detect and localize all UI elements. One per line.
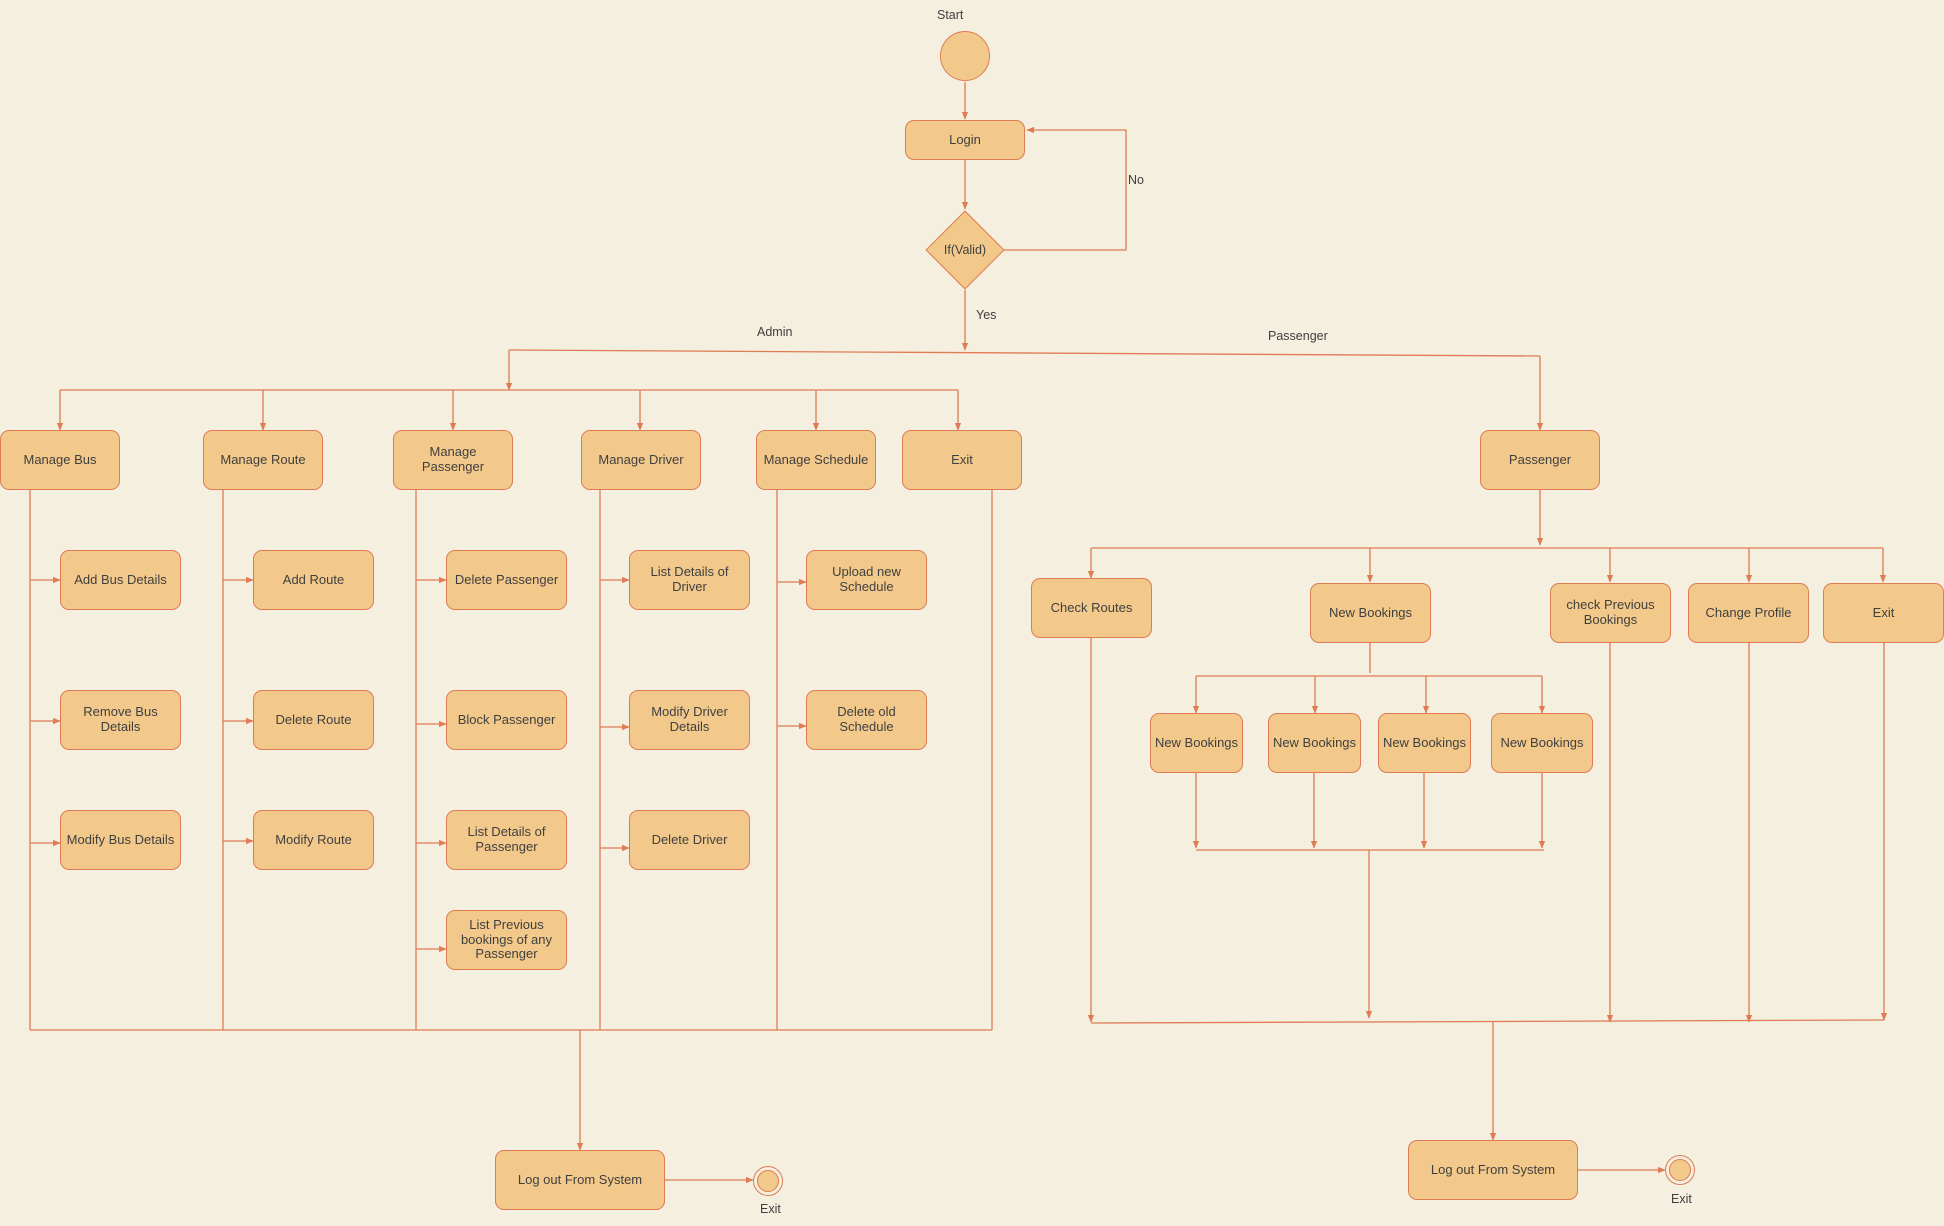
start-node <box>940 31 990 81</box>
manage-schedule-node[interactable]: Manage Schedule <box>756 430 876 490</box>
admin-label: Admin <box>757 325 793 339</box>
new-bookings-sub-node[interactable]: New Bookings <box>1491 713 1593 773</box>
new-bookings-sub-node[interactable]: New Bookings <box>1268 713 1361 773</box>
start-label: Start <box>937 8 964 22</box>
passenger-branch-label: Passenger <box>1268 329 1328 343</box>
modify-bus-details-node[interactable]: Modify Bus Details <box>60 810 181 870</box>
passenger-node[interactable]: Passenger <box>1480 430 1600 490</box>
add-bus-details-node[interactable]: Add Bus Details <box>60 550 181 610</box>
block-passenger-node[interactable]: Block Passenger <box>446 690 567 750</box>
check-routes-node[interactable]: Check Routes <box>1031 578 1152 638</box>
delete-old-schedule-node[interactable]: Delete old Schedule <box>806 690 927 750</box>
manage-bus-node[interactable]: Manage Bus <box>0 430 120 490</box>
end-node-core <box>757 1170 779 1192</box>
new-bookings-sub-node[interactable]: New Bookings <box>1150 713 1243 773</box>
remove-bus-details-node[interactable]: Remove Bus Details <box>60 690 181 750</box>
passenger-exit-label: Exit <box>1671 1192 1692 1206</box>
passenger-end-node <box>1665 1155 1695 1185</box>
delete-driver-node[interactable]: Delete Driver <box>629 810 750 870</box>
admin-exit-node[interactable]: Exit <box>902 430 1022 490</box>
yes-label: Yes <box>976 308 997 322</box>
passenger-exit-node[interactable]: Exit <box>1823 583 1944 643</box>
no-label: No <box>1128 173 1144 187</box>
modify-driver-details-node[interactable]: Modify Driver Details <box>629 690 750 750</box>
manage-driver-node[interactable]: Manage Driver <box>581 430 701 490</box>
delete-passenger-node[interactable]: Delete Passenger <box>446 550 567 610</box>
admin-logout-node[interactable]: Log out From System <box>495 1150 665 1210</box>
list-previous-bookings-node[interactable]: List Previous bookings of any Passenger <box>446 910 567 970</box>
delete-route-node[interactable]: Delete Route <box>253 690 374 750</box>
manage-route-node[interactable]: Manage Route <box>203 430 323 490</box>
new-bookings-sub-node[interactable]: New Bookings <box>1378 713 1471 773</box>
new-bookings-node[interactable]: New Bookings <box>1310 583 1431 643</box>
if-valid-decision: If(Valid) <box>925 210 1005 290</box>
login-node[interactable]: Login <box>905 120 1025 160</box>
change-profile-node[interactable]: Change Profile <box>1688 583 1809 643</box>
decision-label: If(Valid) <box>943 243 987 257</box>
admin-exit-label: Exit <box>760 1202 781 1216</box>
modify-route-node[interactable]: Modify Route <box>253 810 374 870</box>
manage-passenger-node[interactable]: Manage Passenger <box>393 430 513 490</box>
check-previous-bookings-node[interactable]: check Previous Bookings <box>1550 583 1671 643</box>
list-details-of-passenger-node[interactable]: List Details of Passenger <box>446 810 567 870</box>
end-node-core <box>1669 1159 1691 1181</box>
admin-end-node <box>753 1166 783 1196</box>
upload-new-schedule-node[interactable]: Upload new Schedule <box>806 550 927 610</box>
list-details-of-driver-node[interactable]: List Details of Driver <box>629 550 750 610</box>
passenger-logout-node[interactable]: Log out From System <box>1408 1140 1578 1200</box>
add-route-node[interactable]: Add Route <box>253 550 374 610</box>
